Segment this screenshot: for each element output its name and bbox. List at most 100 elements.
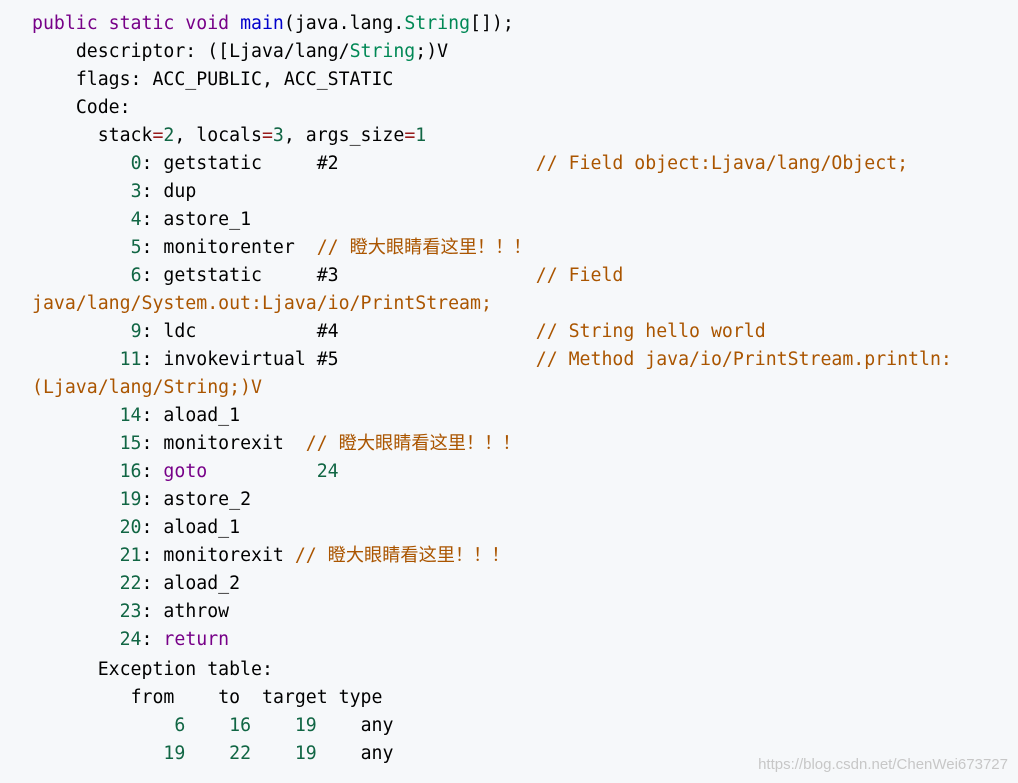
instruction-line: 22: aload_2 bbox=[32, 570, 240, 598]
args-label: , args_size bbox=[283, 125, 405, 146]
code-label-line: Code: bbox=[32, 94, 131, 122]
args-eq: = bbox=[404, 125, 416, 146]
instruction-offset: 0 bbox=[130, 153, 142, 174]
instruction-line: 16: goto 24 bbox=[32, 458, 339, 486]
instruction-comment: // Field bbox=[535, 265, 624, 286]
descriptor-line: descriptor: ([Ljava/lang/String;)V bbox=[32, 38, 448, 66]
instruction-arg: 24 bbox=[316, 461, 339, 482]
instruction-offset: 20 bbox=[119, 517, 142, 538]
instruction-opcode: athrow bbox=[163, 601, 230, 622]
signature-type: String bbox=[404, 13, 471, 34]
exception-table-title: Exception table: bbox=[32, 656, 273, 684]
instruction-offset: 16 bbox=[119, 461, 142, 482]
descriptor-prefix: descriptor: ([Ljava/lang/ bbox=[75, 41, 350, 62]
instruction-colon: : bbox=[141, 629, 164, 650]
row-target: 19 bbox=[294, 715, 317, 736]
instruction-comment: // Method java/io/PrintStream.println: bbox=[535, 349, 952, 370]
watermark-text: https://blog.csdn.net/ChenWei673727 bbox=[758, 756, 1008, 773]
instruction-arg: #2 bbox=[316, 153, 339, 174]
row-to: 16 bbox=[229, 715, 252, 736]
instruction-colon: : bbox=[141, 181, 164, 202]
instruction-opcode: dup bbox=[163, 181, 197, 202]
locals-label: , locals bbox=[174, 125, 262, 146]
instruction-opcode: astore_1 bbox=[163, 209, 252, 230]
instruction-line: 9: ldc #4 // String hello world bbox=[32, 318, 766, 346]
instruction-offset: 23 bbox=[119, 601, 142, 622]
comment-continuation: (Ljava/lang/String;)V bbox=[32, 377, 262, 398]
flags-text: flags: ACC_PUBLIC, ACC_STATIC bbox=[75, 69, 394, 90]
instruction-colon: : bbox=[141, 321, 164, 342]
instruction-colon: : bbox=[141, 517, 164, 538]
instruction-arg: #4 bbox=[316, 321, 339, 342]
instruction-line: 24: return bbox=[32, 626, 230, 654]
instruction-opcode: getstatic bbox=[163, 265, 262, 286]
instruction-arg: #5 bbox=[316, 349, 339, 370]
instruction-colon: : bbox=[141, 237, 164, 258]
instruction-colon: : bbox=[141, 265, 164, 286]
instruction-opcode: aload_1 bbox=[163, 517, 241, 538]
row-from: 19 bbox=[163, 743, 186, 764]
row-to: 22 bbox=[229, 743, 252, 764]
comment-continuation: java/lang/System.out:Ljava/io/PrintStrea… bbox=[32, 293, 492, 314]
instruction-opcode: ldc bbox=[163, 321, 197, 342]
exception-table-row: 19 22 19 any bbox=[32, 740, 393, 768]
locals-value: 3 bbox=[272, 125, 284, 146]
row-target: 19 bbox=[294, 743, 317, 764]
instruction-line: 3: dup bbox=[32, 178, 197, 206]
instruction-line: 0: getstatic #2 // Field object:Ljava/la… bbox=[32, 150, 908, 178]
descriptor-suffix: ;)V bbox=[415, 41, 449, 62]
stack-eq: = bbox=[152, 125, 164, 146]
instruction-colon: : bbox=[141, 433, 164, 454]
instruction-offset: 5 bbox=[130, 237, 142, 258]
instruction-opcode: goto bbox=[163, 461, 208, 482]
instruction-opcode: astore_2 bbox=[163, 489, 252, 510]
method-signature-line: public static void main(java.lang.String… bbox=[32, 10, 514, 38]
instruction-offset: 6 bbox=[130, 265, 142, 286]
instruction-offset: 15 bbox=[119, 433, 142, 454]
instruction-colon: : bbox=[141, 545, 164, 566]
instruction-line: 4: astore_1 bbox=[32, 206, 251, 234]
comment-continuation-line: (Ljava/lang/String;)V bbox=[32, 374, 262, 402]
column-header-target: target bbox=[262, 687, 328, 708]
instruction-line: 20: aload_1 bbox=[32, 514, 240, 542]
instruction-comment: // 瞪大眼睛看这里！！！ bbox=[316, 237, 532, 258]
instruction-colon: : bbox=[141, 153, 164, 174]
instruction-line: 21: monitorexit // 瞪大眼睛看这里！！！ bbox=[32, 542, 510, 570]
instruction-colon: : bbox=[141, 573, 164, 594]
instruction-opcode: monitorexit bbox=[163, 433, 284, 454]
instruction-line: 14: aload_1 bbox=[32, 402, 240, 430]
stack-label: stack bbox=[97, 125, 153, 146]
instruction-offset: 11 bbox=[119, 349, 142, 370]
code-label: Code: bbox=[75, 97, 131, 118]
flags-line: flags: ACC_PUBLIC, ACC_STATIC bbox=[32, 66, 394, 94]
row-type: any bbox=[360, 715, 394, 736]
stack-value: 2 bbox=[163, 125, 175, 146]
instruction-opcode: getstatic bbox=[163, 153, 262, 174]
exception-table-label: Exception table: bbox=[97, 659, 273, 680]
column-header-type: type bbox=[338, 687, 383, 708]
instruction-opcode: aload_1 bbox=[163, 405, 241, 426]
instruction-offset: 3 bbox=[130, 181, 142, 202]
instruction-opcode: monitorexit bbox=[163, 545, 284, 566]
exception-table-header: from to target type bbox=[32, 684, 383, 712]
instruction-offset: 22 bbox=[119, 573, 142, 594]
instruction-line: 5: monitorenter // 瞪大眼睛看这里！！！ bbox=[32, 234, 532, 262]
instruction-colon: : bbox=[141, 601, 164, 622]
instruction-colon: : bbox=[141, 461, 164, 482]
instruction-line: 23: athrow bbox=[32, 598, 230, 626]
signature-close: []); bbox=[470, 13, 514, 34]
instruction-opcode: aload_2 bbox=[163, 573, 241, 594]
descriptor-type: String bbox=[349, 41, 416, 62]
instruction-comment: // 瞪大眼睛看这里！！！ bbox=[294, 545, 510, 566]
instruction-offset: 4 bbox=[130, 209, 142, 230]
instruction-offset: 19 bbox=[119, 489, 142, 510]
column-header-to: to bbox=[218, 687, 241, 708]
instruction-line: 11: invokevirtual #5 // Method java/io/P… bbox=[32, 346, 952, 374]
method-name: main bbox=[240, 13, 284, 34]
instruction-line: 15: monitorexit // 瞪大眼睛看这里！！！ bbox=[32, 430, 521, 458]
exception-table-row: 6 16 19 any bbox=[32, 712, 393, 740]
modifiers-keyword: public static void bbox=[32, 13, 230, 34]
instruction-offset: 9 bbox=[130, 321, 142, 342]
comment-continuation-line: java/lang/System.out:Ljava/io/PrintStrea… bbox=[32, 290, 492, 318]
instruction-comment: // 瞪大眼睛看这里！！！ bbox=[305, 433, 521, 454]
